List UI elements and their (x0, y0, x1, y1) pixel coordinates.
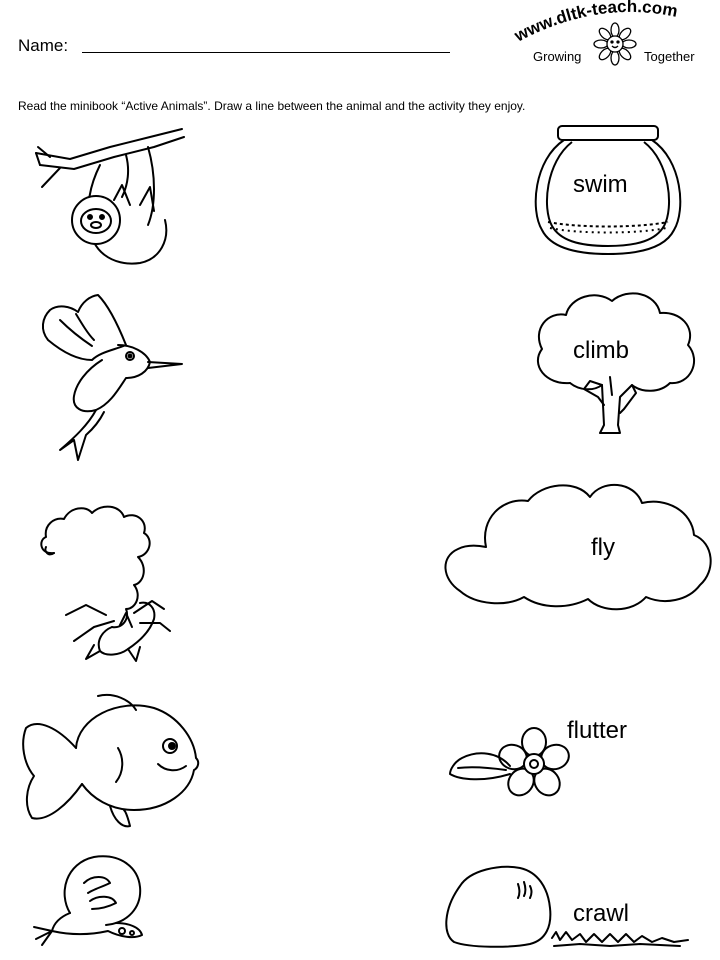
logo-tagline-right: Together (644, 49, 695, 64)
hummingbird-icon[interactable] (30, 290, 190, 470)
dltk-logo: www.dltk-teach.com (510, 0, 679, 66)
cloud-icon[interactable] (438, 475, 718, 615)
fishbowl-icon[interactable] (528, 120, 688, 260)
svg-text:www.dltk-teach.com: www.dltk-teach.com (510, 0, 679, 46)
activity-word-fly: fly (591, 534, 615, 561)
rock-icon[interactable] (440, 858, 695, 958)
name-label: Name: (18, 36, 69, 55)
tree-icon[interactable] (520, 285, 700, 455)
logo-site-text: www.dltk-teach.com (510, 0, 679, 46)
instructions-text: Read the minibook “Active Animals”. Draw… (18, 99, 526, 113)
scorpion-icon[interactable] (30, 495, 180, 665)
activity-word-crawl: crawl (573, 900, 630, 927)
activity-word-flutter: flutter (567, 717, 628, 744)
sunflower-icon (593, 22, 637, 66)
butterfly-icon[interactable] (30, 853, 170, 953)
activity-word-climb: climb (573, 337, 630, 364)
sloth-icon[interactable] (30, 125, 190, 275)
fish-icon[interactable] (18, 688, 203, 833)
flower-icon[interactable] (444, 718, 574, 808)
logo-tagline-left: Growing (533, 49, 582, 64)
activity-word-swim: swim (573, 171, 628, 198)
name-write-line[interactable] (82, 52, 450, 53)
